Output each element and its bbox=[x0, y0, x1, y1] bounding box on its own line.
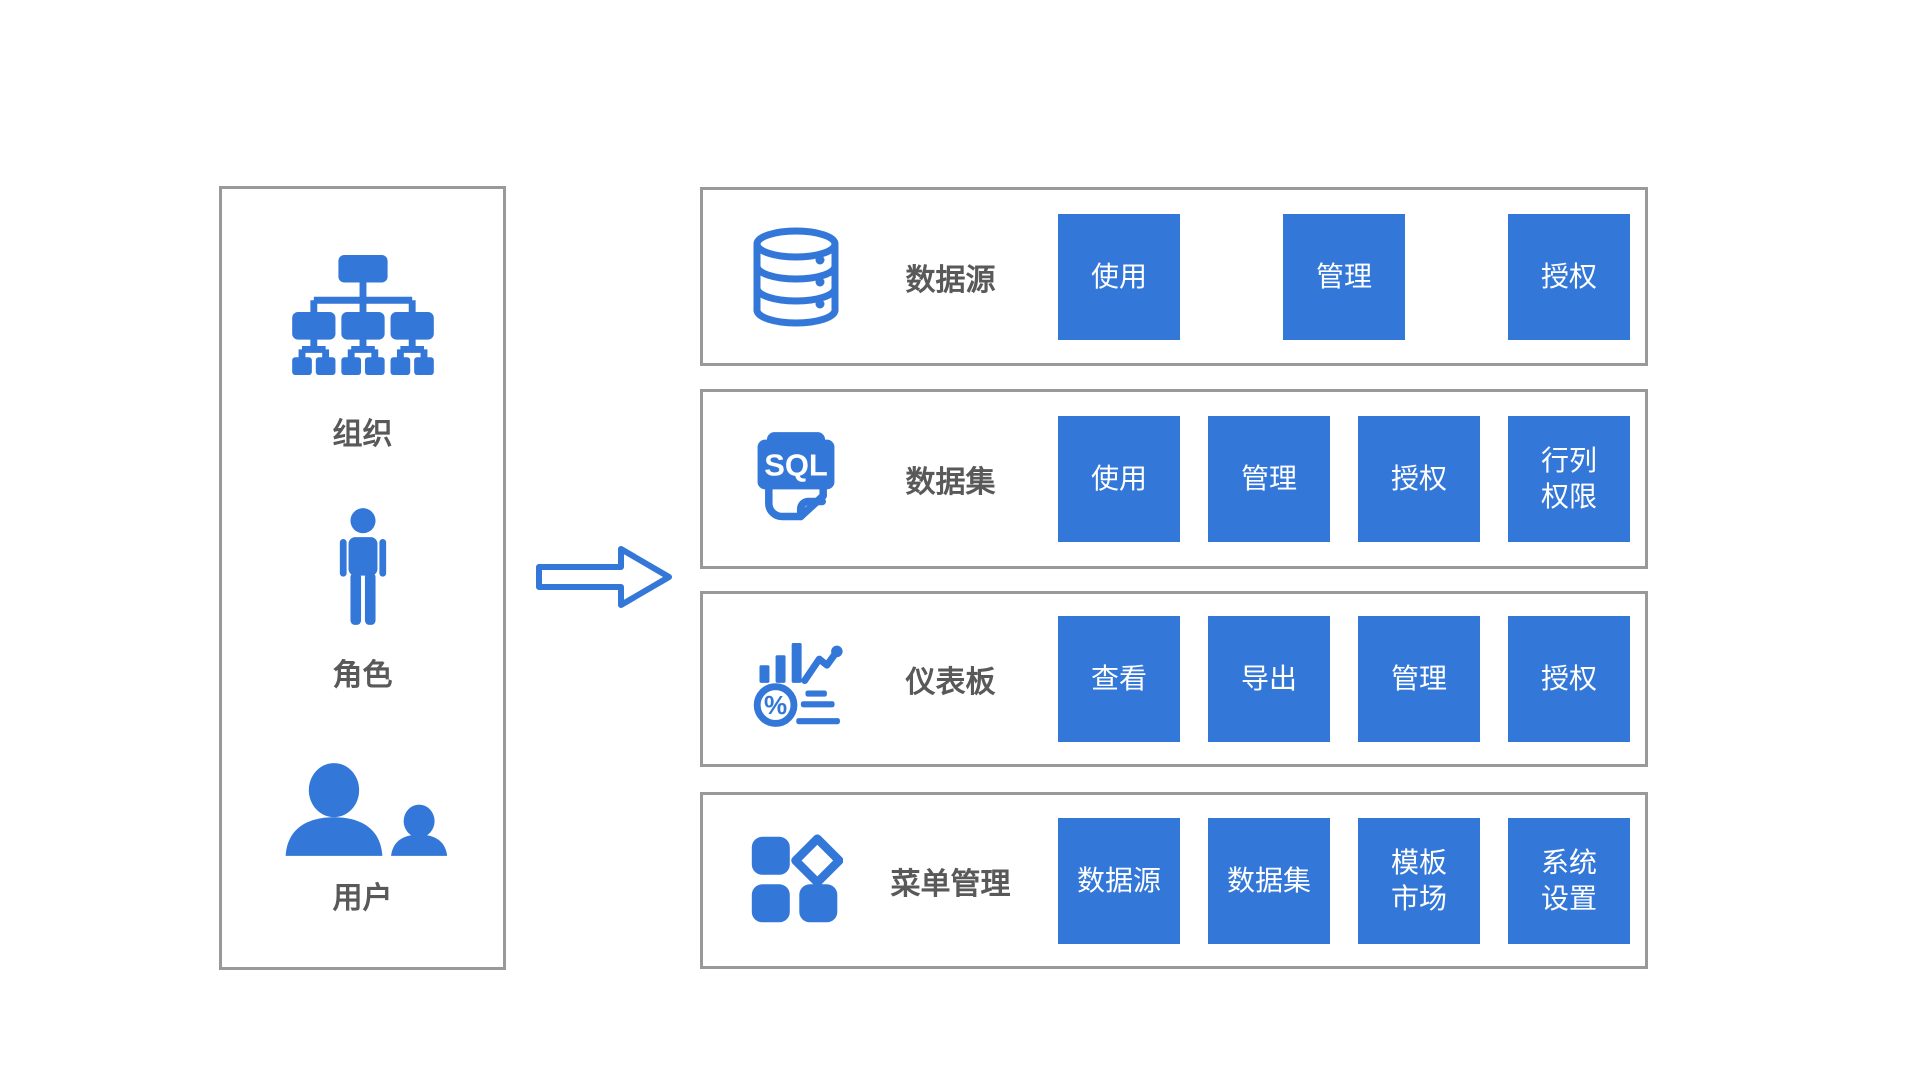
permission-tiles: 查看 导出 管理 授权 bbox=[1058, 616, 1630, 742]
permission-tile-dataset: 数据集 bbox=[1208, 817, 1330, 944]
permission-tile-row-column: 行列 权限 bbox=[1508, 416, 1630, 542]
arrow-right-icon bbox=[536, 545, 672, 609]
permission-row-datasource: 数据源 使用 管理 授权 bbox=[700, 187, 1648, 366]
row-label-datasource: 数据源 bbox=[905, 263, 996, 297]
permission-tile-authorize: 授权 bbox=[1508, 616, 1630, 742]
permission-tile-system-settings: 系统 设置 bbox=[1508, 817, 1630, 944]
permission-tiles: 使用 管理 授权 bbox=[1058, 213, 1630, 340]
permission-row-dataset: SQL 数据集 使用 管理 授权 行列 权限 bbox=[700, 389, 1648, 569]
row-label-dataset: 数据集 bbox=[905, 466, 996, 499]
permission-tiles: 使用 管理 授权 行列 权限 bbox=[1058, 416, 1630, 542]
permission-tile-authorize: 授权 bbox=[1508, 213, 1630, 340]
permission-tile-datasource: 数据源 bbox=[1058, 817, 1180, 944]
menu-grid-icon bbox=[748, 833, 843, 928]
dashboard-chart-icon: % bbox=[748, 629, 843, 729]
subject-label-role: 角色 bbox=[332, 659, 393, 692]
sql-icon-text: SQL bbox=[764, 447, 828, 482]
org-chart-icon bbox=[291, 255, 434, 375]
permission-tile-manage: 管理 bbox=[1358, 616, 1480, 742]
row-label-dashboard: 仪表板 bbox=[905, 666, 996, 699]
percent-icon-text: % bbox=[764, 690, 787, 720]
permission-tile-use: 使用 bbox=[1058, 213, 1180, 340]
permission-tile-export: 导出 bbox=[1208, 616, 1330, 742]
permission-tile-manage: 管理 bbox=[1208, 416, 1330, 542]
permission-tile-use: 使用 bbox=[1058, 416, 1180, 542]
row-label-menu: 菜单管理 bbox=[890, 867, 1011, 901]
users-icon bbox=[274, 762, 452, 857]
permission-tile-view: 查看 bbox=[1058, 616, 1180, 742]
subject-label-organization: 组织 bbox=[332, 418, 393, 451]
permission-tiles: 数据源 数据集 模板 市场 系统 设置 bbox=[1058, 817, 1630, 944]
permission-tile-manage: 管理 bbox=[1283, 213, 1405, 340]
database-icon bbox=[748, 227, 843, 327]
permission-row-menu: 菜单管理 数据源 数据集 模板 市场 系统 设置 bbox=[700, 792, 1648, 969]
permission-row-dashboard: % 仪表板 查看 导出 管理 授权 bbox=[700, 591, 1648, 767]
subject-label-user: 用户 bbox=[332, 882, 393, 915]
sql-file-icon: SQL bbox=[748, 427, 843, 531]
person-icon bbox=[336, 506, 390, 628]
subjects-panel: 组织 角色 bbox=[219, 186, 506, 970]
permission-tile-authorize: 授权 bbox=[1358, 416, 1480, 542]
permission-tile-template-market: 模板 市场 bbox=[1358, 817, 1480, 944]
